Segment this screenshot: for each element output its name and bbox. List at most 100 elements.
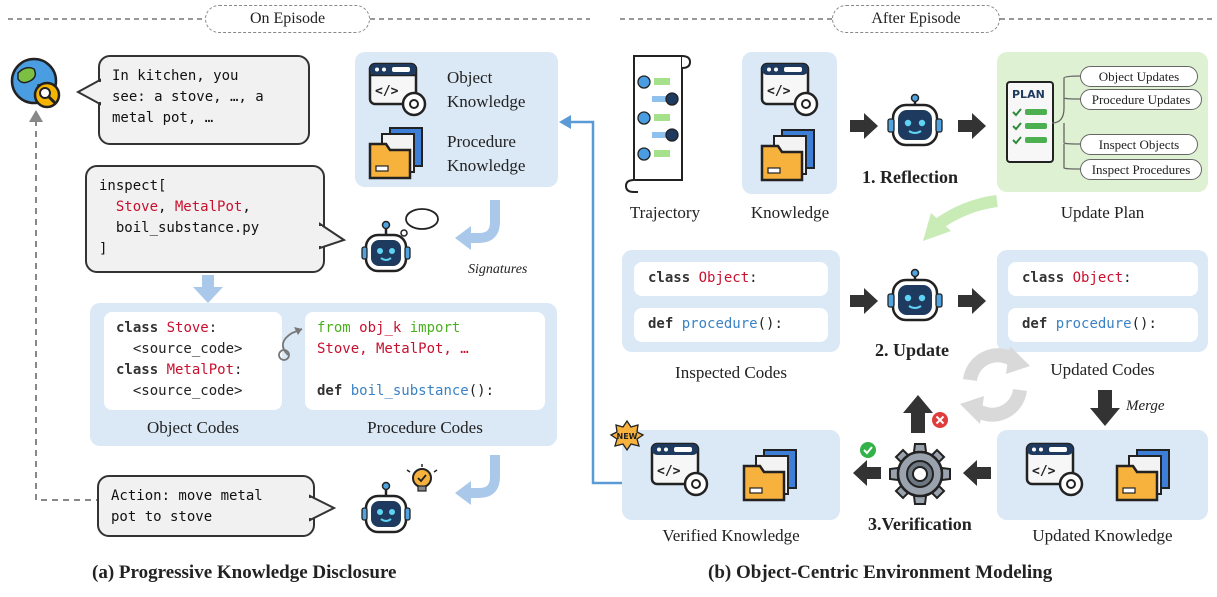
new-badge-icon: NEW xyxy=(609,419,645,452)
procedure-code-def: def xyxy=(317,383,343,399)
procedure-codes-card: from obj_k import Stove, MetalPot, … def… xyxy=(305,312,545,410)
updated-class-kw: class xyxy=(1022,270,1065,286)
down-arrow-to-codes xyxy=(193,275,223,303)
inspect-stove: Stove xyxy=(115,199,159,215)
inspected-codes-label: Inspected Codes xyxy=(675,363,787,382)
plan-title: PLAN xyxy=(1012,88,1045,101)
plan-to-update-arrow xyxy=(923,195,998,241)
reflection-robot-icon xyxy=(887,93,943,147)
action-bubble: Action: move metal pot to stove xyxy=(97,475,315,537)
inspected-class-card: class Object: xyxy=(634,262,828,296)
update-robot-icon xyxy=(887,268,943,322)
svg-text:</>: </> xyxy=(375,84,399,99)
plan-item-inspect-objects: Inspect Objects xyxy=(1080,134,1198,155)
procedure-codes-label: Procedure Codes xyxy=(367,418,483,437)
action-bubble-tail xyxy=(308,494,337,522)
verified-knowledge-label: Verified Knowledge xyxy=(662,526,800,545)
object-code-src-2: <source_code> xyxy=(132,383,243,399)
arrow-to-gear xyxy=(963,460,991,486)
merge-label: Merge xyxy=(1126,398,1165,414)
inspected-def-fn: procedure xyxy=(681,316,758,332)
after-episode-header: After Episode xyxy=(832,5,1000,33)
object-code-metalpot: MetalPot xyxy=(166,362,235,378)
inspect-bubble: inspect[ Stove, MetalPot, boil_substance… xyxy=(85,165,325,273)
procedure-folder-icon xyxy=(368,127,423,180)
idea-robot-icon xyxy=(361,464,438,534)
inspect-metalpot: MetalPot xyxy=(174,199,243,215)
signatures-label: Signatures xyxy=(468,262,528,277)
updated-knowledge-label: Updated Knowledge xyxy=(1032,526,1173,545)
object-code-src-1: <source_code> xyxy=(132,341,243,357)
fail-x-icon xyxy=(932,412,948,428)
procedure-code-from: from xyxy=(317,320,351,336)
inspected-class-kw: class xyxy=(648,270,691,286)
object-code-class-kw-2: class xyxy=(116,362,159,378)
inspected-class-colon: : xyxy=(749,270,758,286)
knowledge-code-window-icon: </> xyxy=(760,62,819,117)
plan-item-procedure-updates: Procedure Updates xyxy=(1080,89,1202,110)
inspect-line-3: boil_substance.py xyxy=(99,220,260,236)
object-code-stove: Stove xyxy=(166,320,209,336)
procedure-code-import: import xyxy=(409,320,461,336)
trajectory-scroll-icon xyxy=(624,55,692,193)
environment-globe-icon xyxy=(10,57,61,109)
on-episode-header: On Episode xyxy=(205,5,370,33)
inspect-comma: , xyxy=(242,199,251,215)
svg-text:</>: </> xyxy=(1032,464,1056,479)
knowledge-folder-icon xyxy=(760,129,815,182)
fail-up-arrow xyxy=(903,395,933,433)
signatures-curved-arrow xyxy=(455,200,500,250)
verified-code-window-icon: </> xyxy=(650,442,709,497)
right-caption: (b) Object-Centric Environment Modeling xyxy=(708,562,1053,583)
updated-class-colon: : xyxy=(1123,270,1132,286)
object-codes-card: class Stove: <source_code> class MetalPo… xyxy=(104,312,282,410)
procedure-code-line-2: Stove, MetalPot, … xyxy=(317,341,469,357)
inspect-line-4: ] xyxy=(99,241,108,257)
procedure-code-line-3 xyxy=(317,360,533,381)
object-code-window-icon: </> xyxy=(368,62,427,117)
plan-item-inspect-procedures: Inspect Procedures xyxy=(1080,159,1202,180)
update-plan-label: Update Plan xyxy=(1060,203,1145,222)
object-code-class-kw-1: class xyxy=(116,320,159,336)
object-code-line-3: class MetalPot: xyxy=(116,360,270,381)
inspect-bubble-tail xyxy=(318,222,347,250)
inspect-sep: , xyxy=(158,199,175,215)
object-code-line-2: <source_code> xyxy=(116,339,270,360)
arrow-to-update xyxy=(850,288,878,314)
procedure-code-module: obj_k xyxy=(359,320,402,336)
new-badge-text: NEW xyxy=(617,432,638,441)
procedure-code-line-1: from obj_k import xyxy=(317,318,533,339)
arrow-to-verified xyxy=(853,460,881,486)
pass-check-icon xyxy=(860,442,876,458)
arrow-to-reflection xyxy=(850,113,878,139)
procedure-code-line-4: def boil_substance(): xyxy=(317,381,533,402)
inspected-def-tail: (): xyxy=(757,316,783,332)
inspected-def-kw: def xyxy=(648,316,674,332)
inspected-class-name: Object xyxy=(698,270,750,286)
merge-arrow xyxy=(1090,390,1120,426)
plan-clipboard-icon: PLAN xyxy=(1006,81,1054,163)
object-code-line-1: class Stove: xyxy=(116,318,270,339)
update-label: 2. Update xyxy=(875,340,950,360)
inspected-def-card: def procedure(): xyxy=(634,308,828,342)
updated-class-name: Object xyxy=(1072,270,1124,286)
updated-def-card: def procedure(): xyxy=(1008,308,1198,342)
updated-knowledge-code-icon: </> xyxy=(1025,442,1084,497)
procedure-code-fn: boil_substance xyxy=(350,383,469,399)
procedure-knowledge-label: Procedure Knowledge xyxy=(447,132,526,175)
left-caption: (a) Progressive Knowledge Disclosure xyxy=(92,562,397,583)
import-link-arrow xyxy=(278,327,303,361)
object-code-line-4: <source_code> xyxy=(116,381,270,402)
observation-bubble: In kitchen, you see: a stove, …, a metal… xyxy=(98,55,310,145)
loop-arrows-icon xyxy=(960,346,1030,424)
feedback-dashed-arrow xyxy=(29,110,102,501)
object-code-colon-2: : xyxy=(234,362,243,378)
procedure-code-tail: (): xyxy=(468,383,495,399)
arrow-to-plan xyxy=(958,113,986,139)
arrow-to-updated-codes xyxy=(958,288,986,314)
updated-knowledge-folder-icon xyxy=(1115,449,1170,502)
trajectory-label: Trajectory xyxy=(629,203,701,222)
verified-to-knowledge-arrow xyxy=(559,115,625,485)
inspect-line-2: Stove, MetalPot, xyxy=(99,197,311,218)
plan-item-object-updates: Object Updates xyxy=(1080,66,1198,87)
